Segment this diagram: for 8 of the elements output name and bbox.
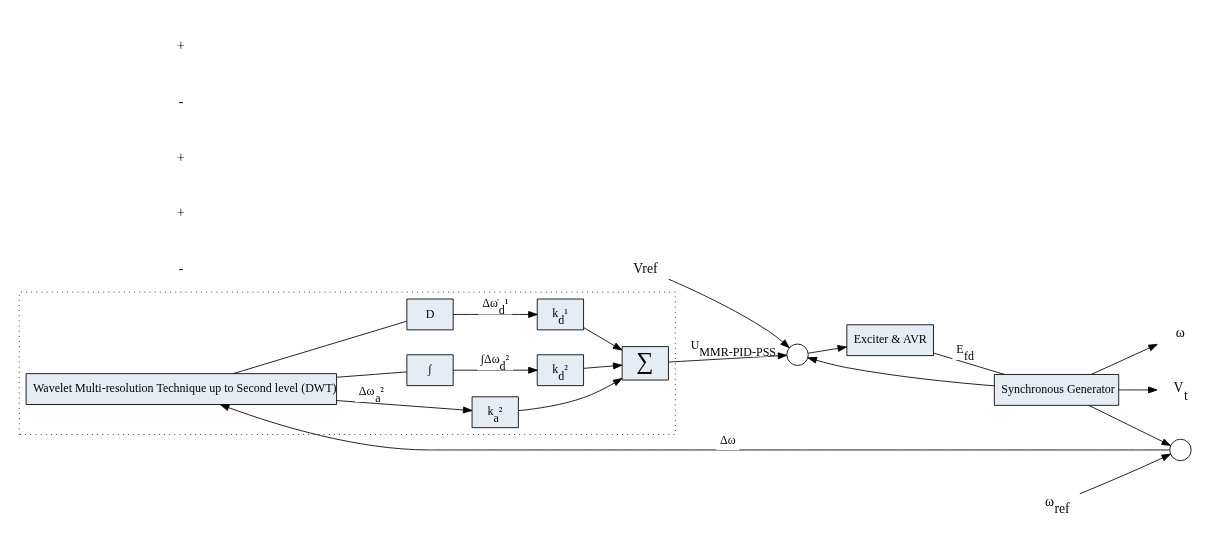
label: + bbox=[177, 205, 185, 221]
edge-label: Δω bbox=[719, 432, 736, 447]
node-text: ω bbox=[1175, 325, 1185, 341]
label: - bbox=[178, 261, 184, 277]
node-text: Vref bbox=[633, 261, 658, 277]
label: - bbox=[178, 93, 184, 109]
label: + bbox=[177, 149, 185, 165]
label: + bbox=[177, 38, 185, 54]
